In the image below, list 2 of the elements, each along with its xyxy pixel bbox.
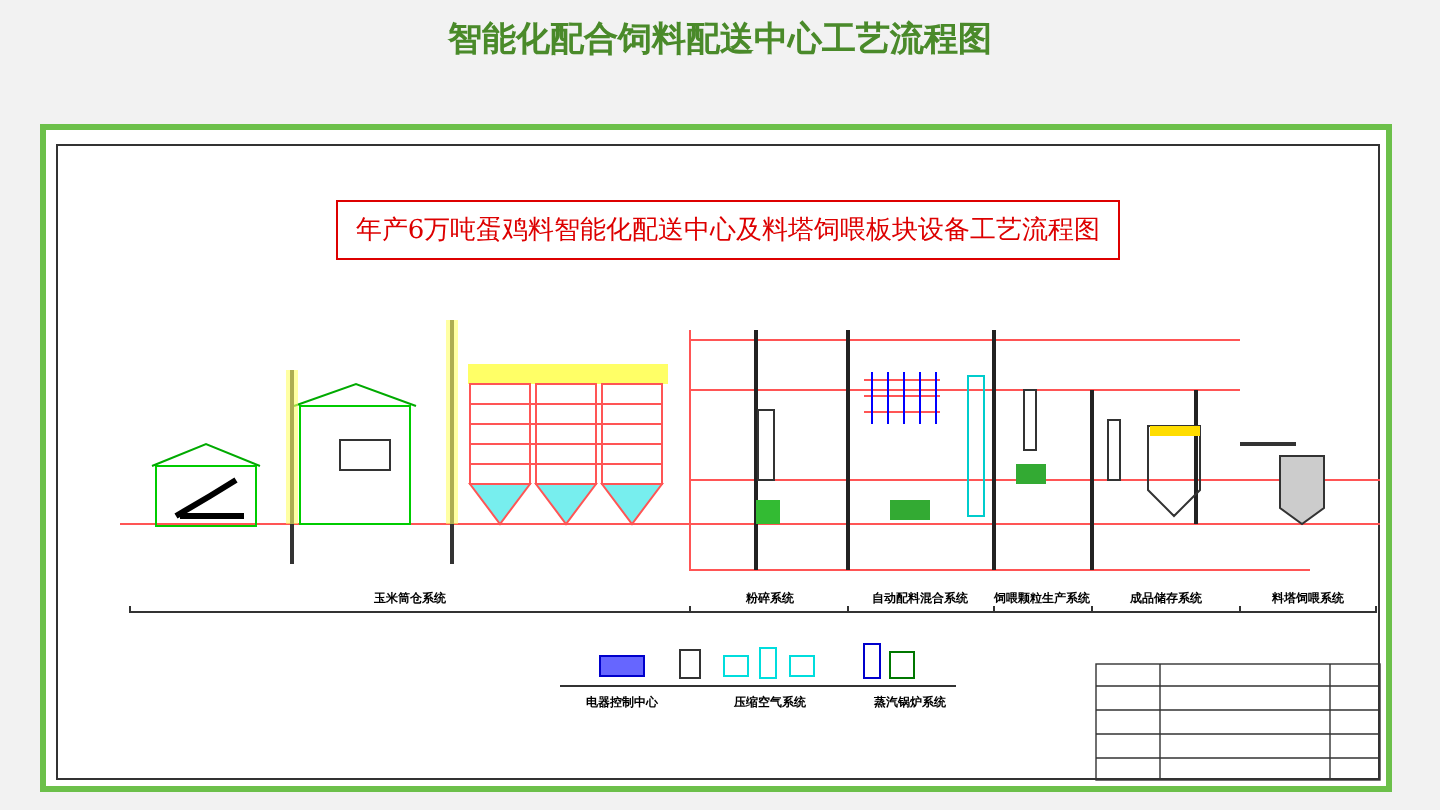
drawing-title: 年产6万吨蛋鸡料智能化配送中心及料塔饲喂板块设备工艺流程图 xyxy=(336,200,1120,260)
page-title: 智能化配合饲料配送中心工艺流程图 xyxy=(445,18,994,62)
